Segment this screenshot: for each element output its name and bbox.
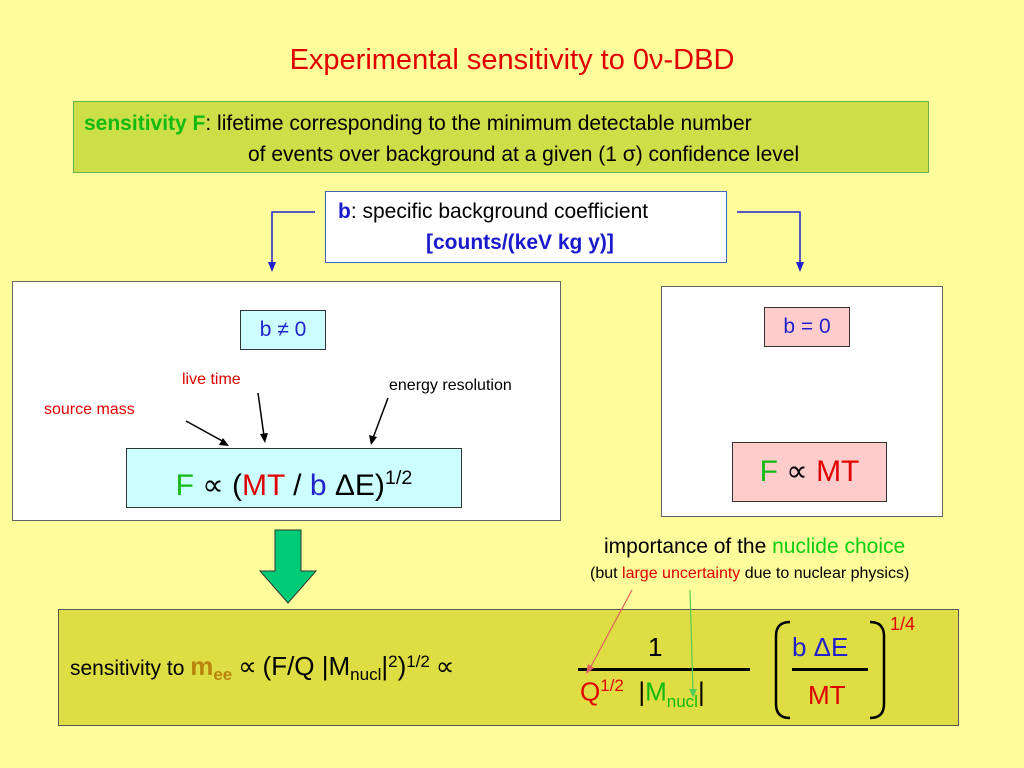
den-M: M (645, 676, 667, 707)
formula-F: F (175, 469, 194, 502)
formula-open: ( (232, 469, 243, 502)
mee-sensitivity-expression: sensitivity to mee ∝ (F/Q |Mnucl|2)1/2 ∝ (70, 651, 454, 685)
expr-open: (F/Q |M (262, 651, 351, 681)
arrow-live-time (257, 392, 265, 437)
but-rest: due to nuclear physics) (740, 565, 910, 582)
importance-highlight: nuclide choice (772, 535, 906, 558)
fraction-denominator: Q1/2 |Mnucl| (580, 676, 705, 712)
arrow-source-mass-head (219, 438, 229, 446)
definition-line-2: of events over background at a given (1 … (248, 143, 800, 166)
importance-prefix: importance of the (604, 535, 773, 558)
expr-bar: | (381, 651, 389, 681)
background-text: : specific background coefficient (350, 200, 649, 223)
uncertainty-note: (but large uncertainty due to nuclear ph… (590, 565, 909, 583)
background-coefficient-box (325, 191, 727, 263)
definition-line-1: sensitivity F: lifetime corresponding to… (84, 112, 752, 136)
mee-ee: ee (213, 665, 233, 685)
den-bar-close: | (697, 676, 705, 707)
mee-sensitivity-box (58, 609, 959, 726)
mee-m: m (190, 651, 214, 681)
den-Q-exp: 1/2 (600, 676, 624, 695)
importance-text: importance of the nuclide choice (604, 535, 905, 559)
arrow-energy-resolution-head (369, 435, 377, 445)
background-coefficient-line-1: b: specific background coefficient (338, 200, 648, 224)
but-highlight: large uncertainty (622, 565, 741, 582)
formula-slash: / (293, 469, 302, 502)
label-source-mass: source mass (44, 401, 135, 418)
arrow-energy-resolution (372, 397, 389, 439)
formula-b-not-zero: F ∝ (MT / b ΔE)1/2 (126, 448, 462, 508)
paren-fraction-line (792, 668, 868, 671)
den-M-nucl: nucl (666, 691, 698, 711)
formula-prop: ∝ (202, 469, 224, 502)
formula-b-zero: F ∝ MT (732, 442, 887, 502)
pointer-to-Q (589, 589, 633, 669)
right-bracket (869, 620, 886, 720)
sens-prefix: sensitivity to (70, 657, 191, 680)
down-arrow-icon (258, 529, 318, 604)
condition-b-not-zero: b ≠ 0 (240, 310, 326, 350)
formula-MT: MT (242, 469, 285, 502)
formula-dE: ΔE) (334, 469, 385, 502)
formula-r-prop: ∝ (786, 455, 808, 488)
paren-denominator: MT (808, 680, 846, 710)
formula-r-MT: MT (816, 455, 860, 488)
formula-exp: 1/2 (384, 467, 413, 489)
den-bar-open: | (638, 676, 646, 707)
expr-nucl: nucl (350, 665, 382, 685)
expr-two: 2 (388, 652, 398, 671)
pointer-to-M-head (689, 689, 697, 698)
prop-2: ∝ (435, 651, 455, 681)
connector-right (737, 211, 801, 270)
pointer-to-Q-head (586, 664, 594, 674)
den-Q: Q (580, 676, 601, 707)
expr-close: ) (397, 651, 407, 681)
arrow-live-time-head (260, 433, 268, 443)
connector-left-arrowhead (268, 262, 276, 272)
pointer-to-M (689, 589, 694, 693)
condition-b-zero: b = 0 (764, 307, 850, 347)
label-live-time: live time (182, 371, 241, 388)
expr-half: 1/2 (406, 652, 430, 671)
formula-b: b (309, 469, 327, 502)
definition-term: sensitivity F (84, 112, 206, 135)
outer-exponent: 1/4 (890, 614, 916, 634)
definition-text-1: : lifetime corresponding to the minimum … (205, 112, 752, 135)
left-bracket (774, 620, 791, 720)
arrow-source-mass (185, 420, 227, 444)
prop-1: ∝ (238, 651, 257, 681)
paren-numerator: b ΔE (792, 632, 849, 662)
connector-left (271, 211, 315, 270)
fraction-numerator: 1 (648, 632, 663, 662)
page-title: Experimental sensitivity to 0ν-DBD (289, 44, 735, 76)
formula-r-F: F (759, 455, 778, 488)
definition-box (73, 101, 929, 173)
background-term: b (338, 200, 351, 223)
but-open: (but (590, 565, 623, 582)
fraction-line (578, 668, 750, 671)
background-units: [counts/(keV kg y)] (426, 231, 614, 254)
label-energy-resolution: energy resolution (389, 377, 512, 394)
connector-right-arrowhead (796, 262, 804, 272)
